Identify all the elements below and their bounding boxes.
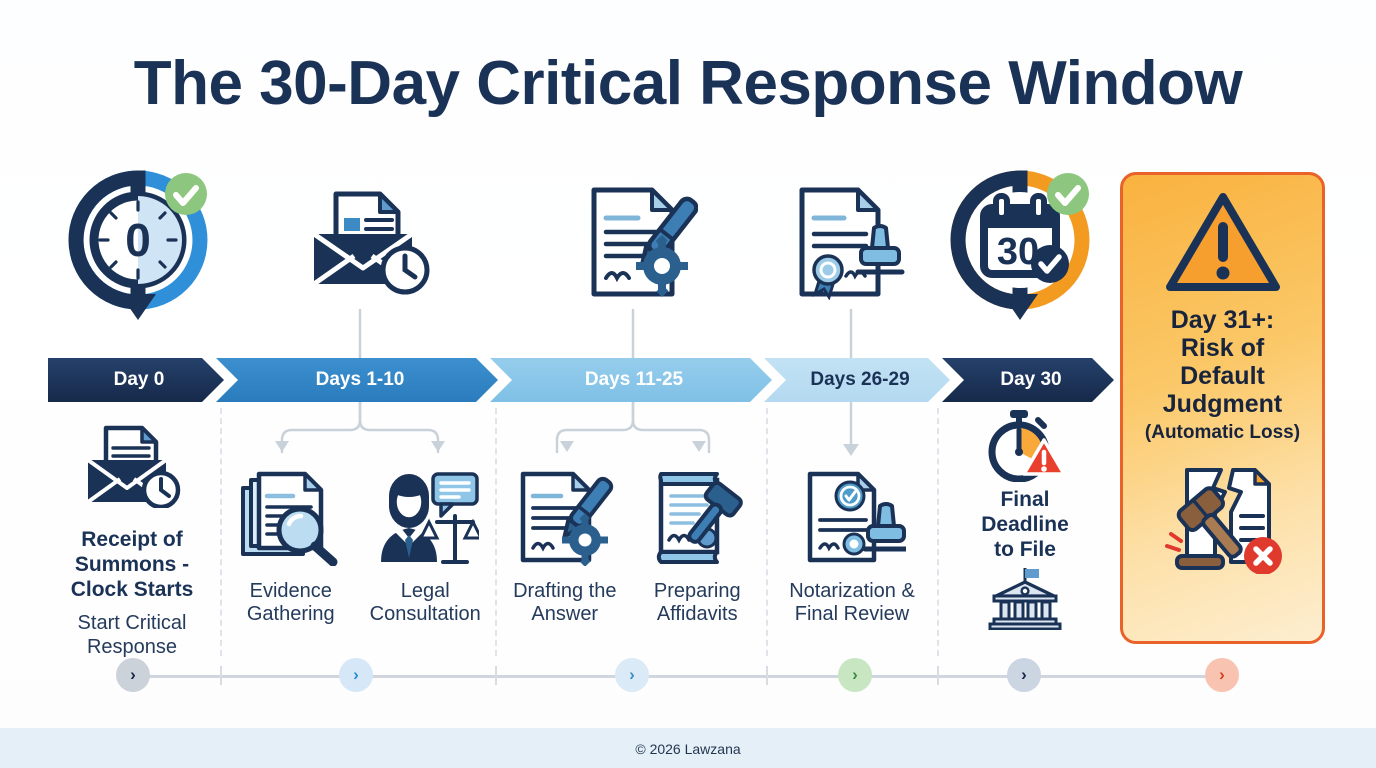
progress-tick bbox=[766, 666, 768, 685]
connector-lines bbox=[275, 308, 859, 456]
dot-day-30[interactable]: › bbox=[1007, 658, 1041, 692]
day-0-value: 0 bbox=[125, 214, 151, 266]
progress-track bbox=[133, 675, 1222, 678]
column-divider bbox=[495, 408, 497, 656]
warning-subheading: (Automatic Loss) bbox=[1144, 422, 1301, 443]
band-segment-day-0[interactable]: Day 0 bbox=[48, 358, 224, 402]
footer-copyright: © 2026 Lawzana bbox=[635, 741, 741, 757]
warning-triangle-icon bbox=[1164, 191, 1282, 300]
broken-document-gavel-x-icon bbox=[1159, 462, 1287, 579]
list-item[interactable]: Notarization &Final Review bbox=[772, 462, 932, 627]
band-segment-days-11-25[interactable]: Days 11-25 bbox=[490, 358, 772, 402]
dot-days-26-29[interactable]: › bbox=[838, 658, 872, 692]
dot-day-0[interactable]: › bbox=[116, 658, 150, 692]
band-segment-days-1-10[interactable]: Days 1-10 bbox=[216, 358, 498, 402]
document-pen-gear-icon bbox=[501, 462, 629, 574]
dot-day-31[interactable]: › bbox=[1205, 658, 1239, 692]
lawyer-scales-chat-icon bbox=[360, 462, 490, 574]
certificate-stamp-icon bbox=[788, 184, 908, 305]
column-divider bbox=[766, 408, 768, 656]
column-divider bbox=[220, 408, 222, 656]
summons-envelope-clock-icon bbox=[306, 186, 430, 303]
courthouse-icon bbox=[944, 568, 1106, 631]
progress-tick bbox=[220, 666, 222, 685]
progress-dots: › › › › › › bbox=[0, 658, 1376, 694]
column-days-26-29: Notarization &Final Review bbox=[772, 462, 932, 627]
document-pen-gear-icon bbox=[578, 184, 699, 305]
footer-bar bbox=[0, 728, 1376, 768]
scroll-gavel-seal-icon bbox=[633, 462, 761, 574]
dot-days-1-10[interactable]: › bbox=[339, 658, 373, 692]
notarized-document-stamp-icon bbox=[772, 462, 932, 574]
day-0-clock-marker: 0 bbox=[58, 170, 218, 325]
page-title: The 30-Day Critical Response Window bbox=[133, 49, 1243, 118]
documents-magnifier-icon bbox=[226, 462, 356, 574]
dot-days-11-25[interactable]: › bbox=[615, 658, 649, 692]
envelope-document-clock-icon bbox=[48, 410, 216, 522]
band-segment-day-30[interactable]: Day 30 bbox=[942, 358, 1114, 402]
progress-tick bbox=[495, 666, 497, 685]
stopwatch-warning-icon bbox=[944, 410, 1106, 482]
check-badge bbox=[1047, 173, 1089, 215]
column-divider bbox=[937, 408, 939, 656]
list-item-label: Notarization &Final Review bbox=[789, 580, 915, 626]
band-segment-days-26-29[interactable]: Days 26-29 bbox=[764, 358, 950, 402]
progress-tick bbox=[937, 666, 939, 685]
day-30-calendar-marker: 30 bbox=[940, 170, 1100, 325]
check-badge bbox=[165, 173, 207, 215]
timeline-band: Day 0 Days 1-10 Days 11-25 Days 26-29 Da… bbox=[48, 358, 1114, 402]
